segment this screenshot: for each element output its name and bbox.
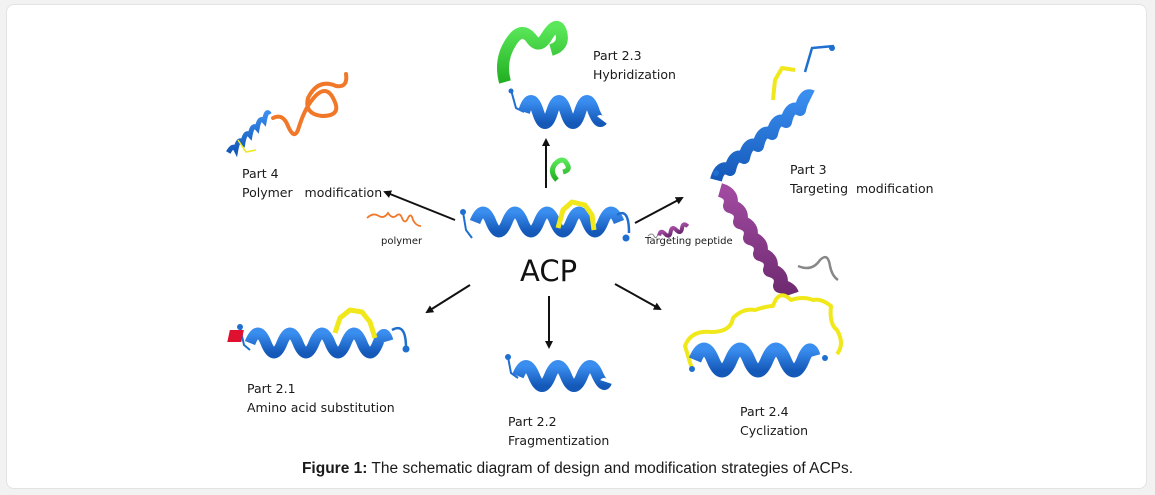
part-2-2-title: Fragmentization — [508, 433, 610, 448]
caption-prefix: Figure 1: — [301, 460, 368, 477]
acp-central-helix — [460, 199, 631, 242]
part-2-1-label: Part 2.1 Amino acid substitution — [247, 379, 395, 417]
part-2-4-label: Part 2.4 Cyclization — [740, 402, 808, 440]
figure-frame — [6, 4, 1147, 489]
cyclic-peptide-graphic — [683, 293, 843, 378]
figure-caption: Figure 1: The schematic diagram of desig… — [0, 460, 1155, 478]
part-3-number: Part 3 — [790, 162, 827, 177]
part-4-number: Part 4 — [242, 166, 279, 181]
part-2-3-number: Part 2.3 — [593, 48, 642, 63]
fragment-peptide-graphic — [505, 354, 612, 392]
part-2-4-title: Cyclization — [740, 423, 809, 438]
part-2-1-number: Part 2.1 — [247, 381, 296, 396]
part-2-1-title: Amino acid substitution — [247, 400, 395, 415]
part-2-3-label: Part 2.3 Hybridization — [593, 46, 676, 84]
targeting-peptide-reagent-icon — [647, 222, 690, 239]
part-4-label: Part 4 Polymer modification — [242, 164, 382, 202]
part-2-4-number: Part 2.4 — [740, 404, 789, 419]
hybrid-peptide-graphic — [497, 20, 607, 129]
arrow-to-cyclization — [614, 283, 662, 310]
part-2-2-label: Part 2.2 Fragmentization — [508, 412, 609, 450]
arrow-to-polymer — [383, 190, 456, 221]
part-2-3-title: Hybridization — [593, 67, 676, 82]
part-4-title: Polymer modification — [242, 185, 383, 200]
arrow-to-targeting — [634, 197, 684, 224]
polymer-modified-peptide-graphic — [226, 72, 349, 158]
caption-text: The schematic diagram of design and modi… — [367, 460, 854, 477]
acp-center-label: ACP — [520, 254, 578, 288]
part-3-title: Targeting modification — [790, 181, 934, 196]
hybrid-reagent-icon — [549, 157, 571, 182]
targeting-peptide-label: Targeting peptide — [645, 236, 733, 247]
substituted-peptide-graphic — [227, 307, 410, 359]
polymer-reagent-icon — [366, 211, 422, 227]
arrow-to-substitution — [425, 284, 471, 314]
arrows — [383, 138, 684, 349]
part-2-2-number: Part 2.2 — [508, 414, 557, 429]
targeting-modified-peptide-graphic — [710, 44, 839, 297]
part-3-label: Part 3 Targeting modification — [790, 160, 934, 198]
polymer-label: polymer — [381, 236, 423, 247]
